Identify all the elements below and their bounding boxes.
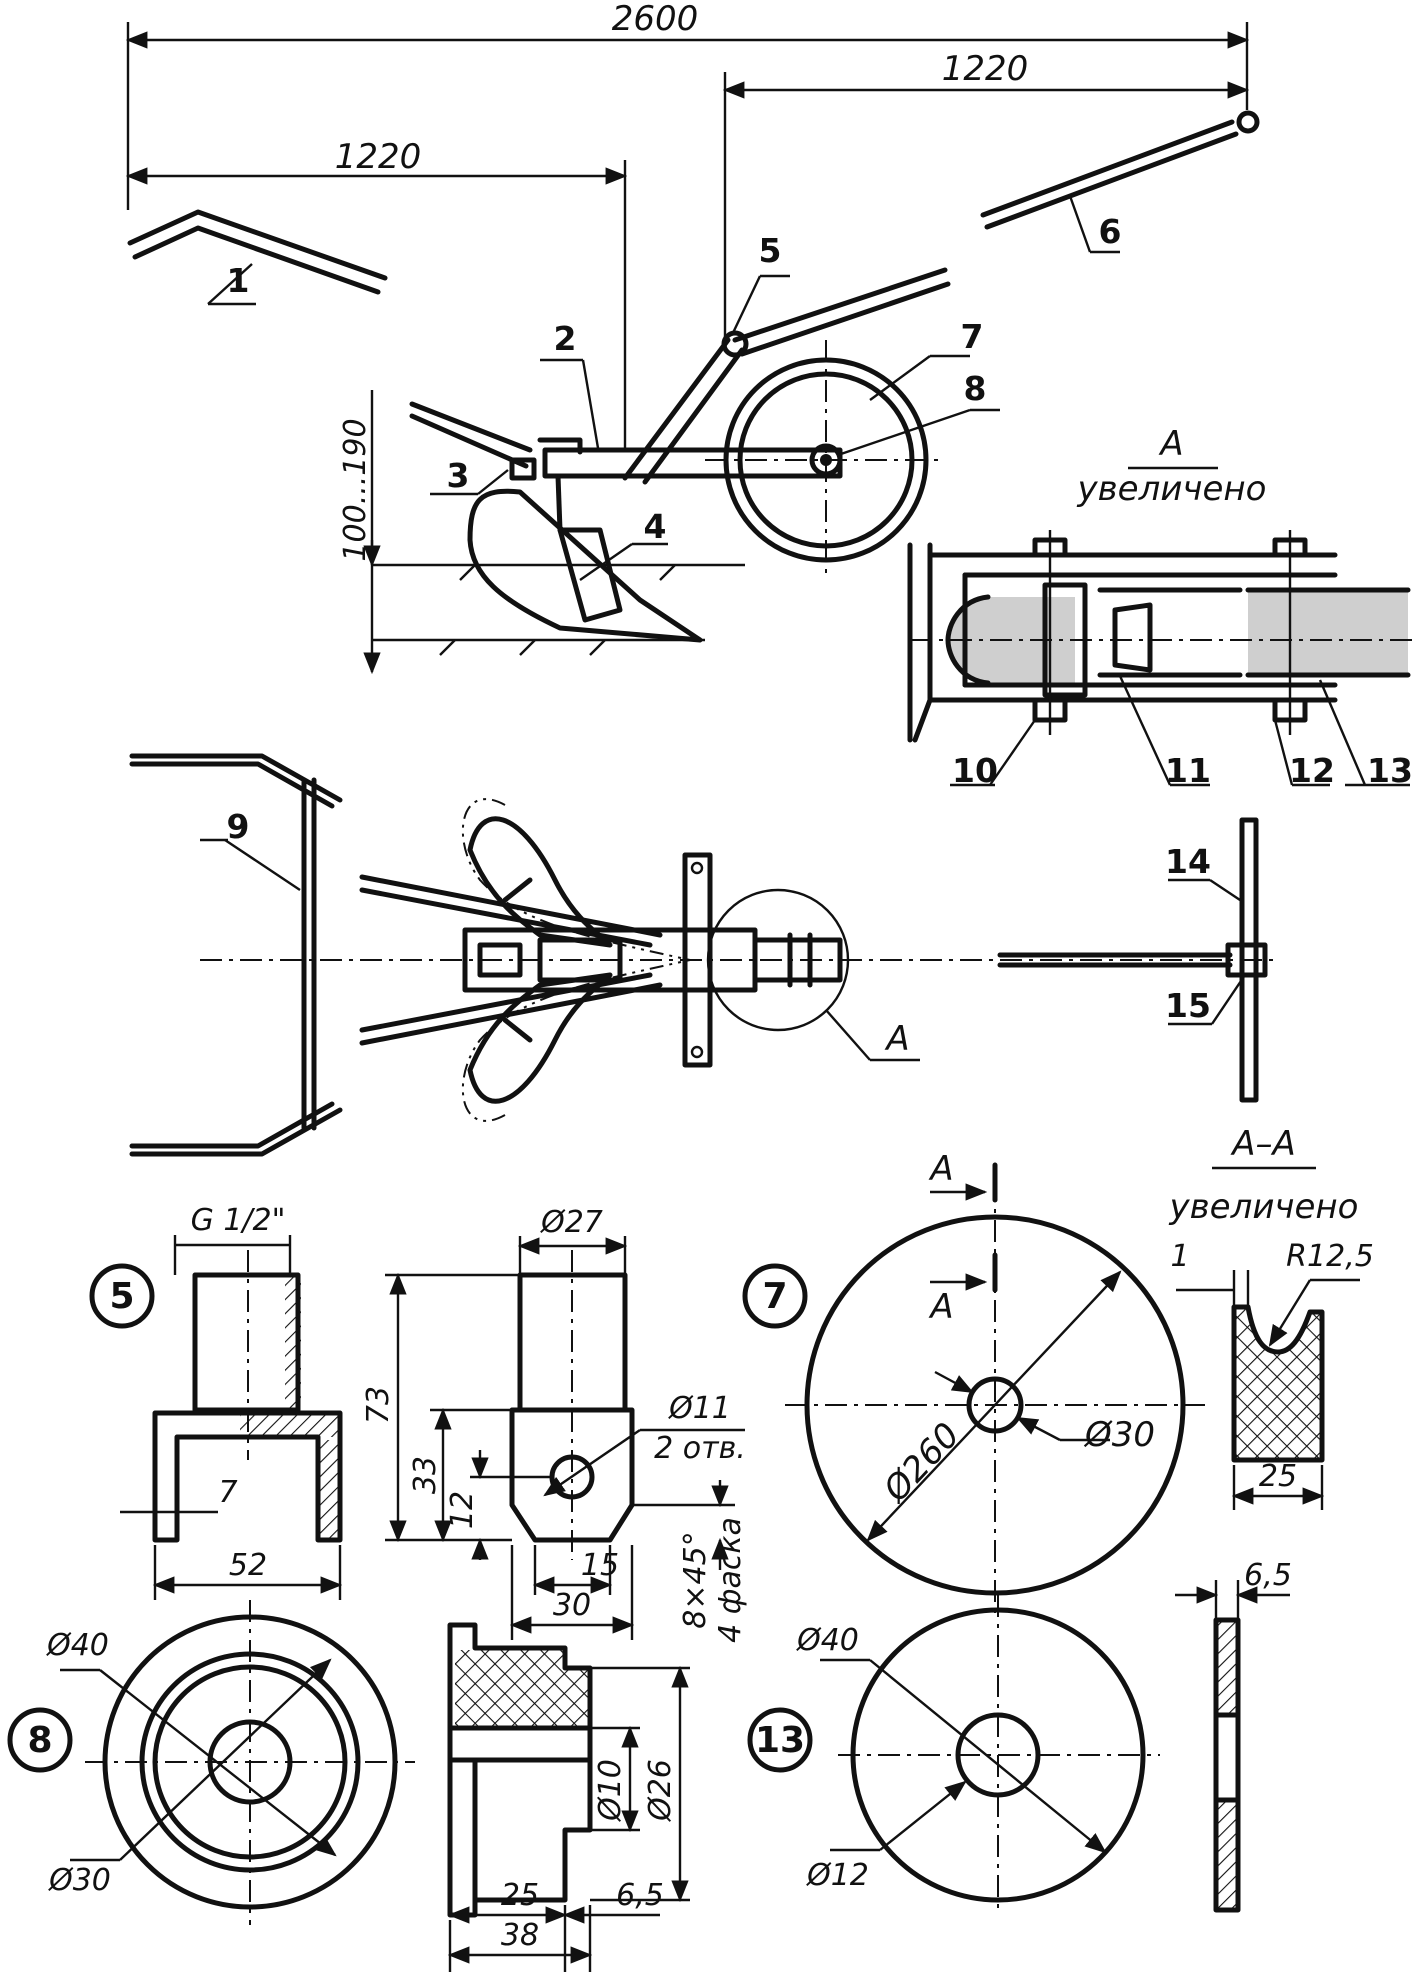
section-label: A–A (1230, 1124, 1296, 1164)
detail-a-caption: увеличено (1077, 469, 1267, 509)
callout-14: 14 (1165, 842, 1211, 881)
callout-8: 8 (964, 369, 987, 408)
top-dimensions: 2600 1220 1220 (125, 0, 1250, 450)
callout-3: 3 (447, 456, 470, 495)
dim-depth: 100...190 (338, 418, 373, 561)
handle-part-1 (127, 209, 388, 306)
handle-part-6 (980, 110, 1260, 254)
cut-mark-bottom: A (928, 1287, 953, 1327)
dim-bracket-inner: 15 (581, 1548, 619, 1583)
dim-bracket-wall: 7 (218, 1475, 237, 1510)
detail-number-hub: 8 (27, 1720, 52, 1761)
dim-bracket-slot-height: 33 (408, 1456, 443, 1494)
dim-bracket-hole-count: 2 отв. (654, 1431, 746, 1466)
plan-detail-mark: A (884, 1019, 909, 1059)
callout-5: 5 (759, 231, 782, 270)
dim-hub-length-total: 38 (501, 1918, 539, 1953)
dim-hub-flange: Ø26 (643, 1759, 678, 1823)
dim-bracket-diameter: Ø27 (539, 1205, 603, 1240)
dim-bracket-hole-offset: 12 (445, 1491, 480, 1529)
wheel-drawing: 7 A A Ø260 Ø30 (742, 1149, 1205, 1620)
callout-9: 9 (227, 807, 250, 846)
callout-13: 13 (1367, 751, 1413, 790)
callout-1: 1 (227, 261, 250, 300)
callout-11: 11 (1165, 751, 1211, 790)
section-aa-drawing: A–A увеличено 1 R12,5 25 (1169, 1124, 1374, 1510)
callout-7: 7 (961, 317, 984, 356)
callout-12: 12 (1289, 751, 1335, 790)
dim-section-radius: R12,5 (1286, 1239, 1374, 1274)
callout-6: 6 (1099, 212, 1122, 251)
callout-2: 2 (554, 319, 577, 358)
section-caption: увеличено (1169, 1187, 1359, 1227)
detail-a-label: A (1158, 424, 1183, 464)
dim-washer-outer: Ø40 (795, 1623, 859, 1658)
dim-hub-outer: Ø40 (45, 1628, 109, 1663)
dim-hub-length-b: 6,5 (616, 1878, 664, 1913)
dim-washer-bore: Ø12 (805, 1858, 869, 1893)
dim-bracket-hole-diameter: Ø11 (667, 1391, 731, 1426)
dim-hub-length-a: 25 (501, 1878, 539, 1913)
dim-hub-bore: Ø10 (593, 1759, 628, 1823)
callout-15: 15 (1165, 986, 1211, 1025)
dim-wheel-diameter: Ø260 (875, 1415, 968, 1511)
callout-10: 10 (952, 751, 998, 790)
dim-handle-left: 1220 (335, 137, 422, 177)
dim-overall-length: 2600 (612, 0, 699, 39)
dim-bracket-outer: 30 (553, 1588, 591, 1623)
detail-number-washer: 13 (755, 1720, 805, 1761)
washer-drawings: 13 Ø40 Ø12 6,5 (747, 1558, 1292, 1915)
bracket-drawings: 5 G 1/2" 7 52 Ø27 73 33 (89, 1203, 748, 1643)
side-view: 100...190 (338, 267, 1000, 675)
hub-drawings: 8 Ø40 Ø30 Ø26 Ø10 25 6,5 38 (7, 1600, 690, 1972)
dim-section-width: 25 (1259, 1459, 1297, 1494)
dim-bracket-height: 73 (361, 1386, 396, 1424)
dim-bracket-chamfer: 8×45° (678, 1531, 713, 1628)
dim-section-groove: 1 (1170, 1239, 1189, 1274)
callout-4: 4 (644, 507, 667, 546)
detail-number-wheel: 7 (762, 1276, 787, 1317)
dim-hub-inner: Ø30 (47, 1863, 111, 1898)
dim-bracket-width: 52 (229, 1548, 267, 1583)
dim-bracket-thread: G 1/2" (191, 1203, 286, 1238)
dim-handle-right: 1220 (942, 49, 1029, 89)
dim-wheel-bore: Ø30 (1083, 1415, 1155, 1455)
dim-washer-thickness: 6,5 (1244, 1558, 1292, 1593)
dim-bracket-chamfer-count: 4 фаска (713, 1517, 748, 1643)
detail-a-view: A увеличено (907, 424, 1418, 787)
cut-mark-top: A (928, 1149, 953, 1189)
plan-view: A (129, 753, 1275, 1157)
detail-number-bracket: 5 (109, 1276, 134, 1317)
